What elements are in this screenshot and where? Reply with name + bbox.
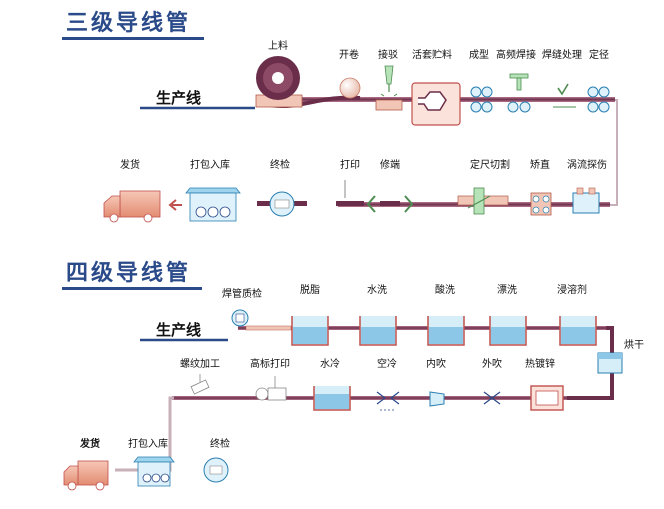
thread-icon [190, 374, 210, 395]
section1-title-underline [62, 37, 204, 40]
label-splice: 接驳 [378, 48, 398, 61]
hf-welder-icon [507, 73, 531, 113]
rinse-tank-icon [489, 316, 527, 346]
pack-icon [185, 187, 241, 222]
label-pack: 打包入库 [190, 158, 230, 171]
coil-icon [255, 56, 303, 108]
section2-top-pipe [238, 326, 606, 330]
label-forming: 成型 [469, 48, 489, 61]
label-hf-weld: 高频焊接 [496, 48, 536, 61]
eddy-icon [572, 187, 600, 214]
seam-treat-icon [553, 83, 576, 108]
label-rinse: 漂洗 [497, 284, 517, 296]
label-seam-treat: 焊缝处理 [542, 48, 582, 61]
label-dry: 烘干 [624, 339, 644, 351]
section2: 四级导线管 生产线 焊管质检 脱脂 水洗 酸洗 [62, 260, 644, 491]
label-feed: 上料 [268, 39, 288, 52]
inspect2-icon [203, 457, 229, 483]
section2-bottom-pipe [172, 396, 567, 400]
label-water-cool: 水冷 [320, 357, 340, 370]
section1-title: 三级导线管 [66, 10, 191, 36]
label-uncoil: 开卷 [339, 48, 359, 61]
galvanize-icon [530, 385, 564, 411]
wash1-tank-icon [359, 316, 397, 346]
label-cut: 定尺切割 [470, 158, 510, 171]
sizing-rollers-icon [587, 86, 610, 113]
label-mark-print: 高标打印 [250, 357, 290, 370]
mark-print-icon [255, 376, 287, 401]
label-straighten: 矫直 [530, 158, 550, 171]
flux-tank-icon [559, 316, 597, 346]
label-sizing: 定径 [589, 48, 609, 61]
section1: 三级导线管 生产线 上料 开卷 接驳 [62, 10, 618, 223]
uncoil-ball-icon [339, 77, 361, 99]
label-weld-check: 焊管质检 [222, 287, 262, 300]
section2-line-label: 生产线 [156, 321, 201, 339]
label-trim: 修端 [380, 158, 400, 171]
air-cool-icon [376, 391, 400, 411]
label-pickle: 酸洗 [435, 283, 455, 296]
cut-icon [457, 187, 509, 215]
pack2-icon [133, 456, 175, 487]
straighten-icon [530, 192, 552, 216]
section1-line-label: 生产线 [156, 89, 201, 107]
label-inspect2: 终检 [210, 437, 230, 450]
label-inspect: 终检 [270, 158, 290, 171]
looper-icon [411, 82, 461, 126]
splice-welder-icon [375, 65, 403, 111]
pickle-tank-icon [427, 316, 465, 346]
degrease-tank-icon [291, 316, 329, 346]
label-pack2: 打包入库 [128, 437, 168, 450]
dryer-icon [597, 352, 623, 374]
label-outer-blow: 外吹 [482, 357, 502, 370]
inspect-icon [257, 191, 307, 217]
section1-return-loop [610, 99, 618, 206]
label-degrease: 脱脂 [300, 283, 320, 296]
label-ship2: 发货 [79, 437, 100, 450]
truck2-icon [63, 460, 109, 491]
label-air-cool: 空冷 [377, 357, 397, 370]
label-flux: 浸溶剂 [557, 283, 587, 296]
label-looper: 活套贮料 [412, 48, 452, 61]
section2-title: 四级导线管 [66, 260, 191, 286]
label-wash1: 水洗 [367, 284, 387, 296]
outer-blow-icon [483, 391, 501, 405]
weld-check-icon [231, 309, 292, 331]
label-galvanize: 热镀锌 [525, 357, 555, 370]
label-inner-blow: 内吹 [426, 357, 446, 370]
ship-arrow-icon [168, 199, 182, 211]
forming-rollers-icon [470, 86, 493, 113]
label-eddy: 涡流探伤 [567, 158, 607, 171]
trim-icon [366, 195, 414, 213]
label-thread: 螺纹加工 [180, 357, 220, 370]
label-ship: 发货 [120, 158, 140, 171]
section2-title-underline [62, 287, 202, 290]
label-print: 打印 [340, 158, 360, 171]
water-cool-tank-icon [313, 386, 351, 411]
print-icon [336, 180, 364, 206]
inner-blow-icon [429, 391, 445, 407]
truck-icon [103, 190, 161, 223]
